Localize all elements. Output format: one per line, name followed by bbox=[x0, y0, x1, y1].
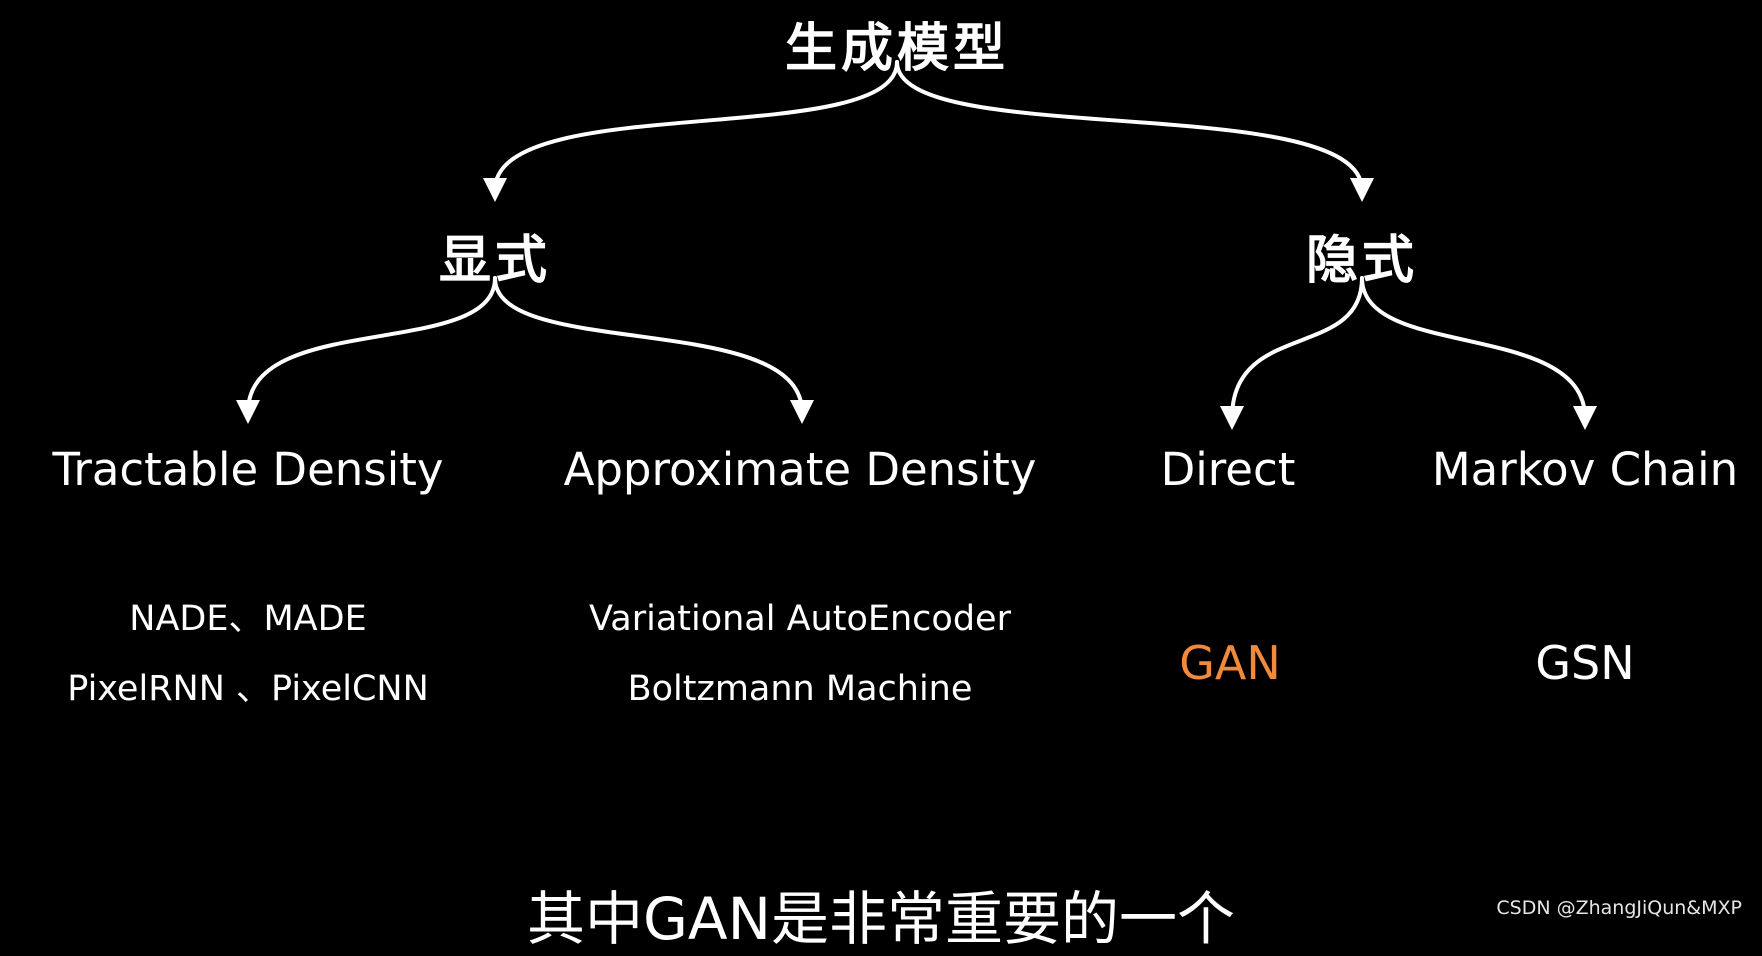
arrow-root-to-implicit bbox=[895, 60, 1374, 202]
example-vae: Variational AutoEncoder bbox=[589, 599, 1011, 639]
arrow-explicit-to-approximate bbox=[493, 276, 814, 424]
node-direct: Direct bbox=[1160, 443, 1296, 496]
tree-connectors bbox=[236, 60, 1597, 430]
examples-approximate-density: Variational AutoEncoder Boltzmann Machin… bbox=[589, 584, 1011, 724]
node-approximate-density: Approximate Density bbox=[563, 443, 1037, 496]
node-markov-chain: Markov Chain bbox=[1431, 443, 1739, 496]
examples-tractable-density: NADE、MADE PixelRNN 、PixelCNN bbox=[67, 584, 429, 724]
example-nade-made: NADE、MADE bbox=[129, 599, 367, 639]
arrow-implicit-to-markov bbox=[1360, 276, 1597, 430]
root-node-generative-models: 生成模型 bbox=[784, 19, 1010, 79]
example-gan: GAN bbox=[1179, 636, 1281, 690]
node-explicit: 显式 bbox=[438, 231, 552, 291]
example-pixelrnn-pixelcnn: PixelRNN 、PixelCNN bbox=[67, 669, 429, 709]
csdn-watermark: CSDN @ZhangJiQun&MXP bbox=[1496, 897, 1742, 919]
video-subtitle: 其中GAN是非常重要的一个 bbox=[526, 885, 1236, 953]
example-boltzmann-machine: Boltzmann Machine bbox=[627, 669, 973, 709]
arrow-root-to-explicit bbox=[483, 60, 899, 202]
node-implicit: 隐式 bbox=[1305, 231, 1419, 291]
arrow-explicit-to-tractable bbox=[236, 276, 497, 424]
node-tractable-density: Tractable Density bbox=[52, 443, 444, 496]
arrow-implicit-to-direct bbox=[1220, 276, 1364, 430]
example-gsn: GSN bbox=[1535, 636, 1635, 690]
